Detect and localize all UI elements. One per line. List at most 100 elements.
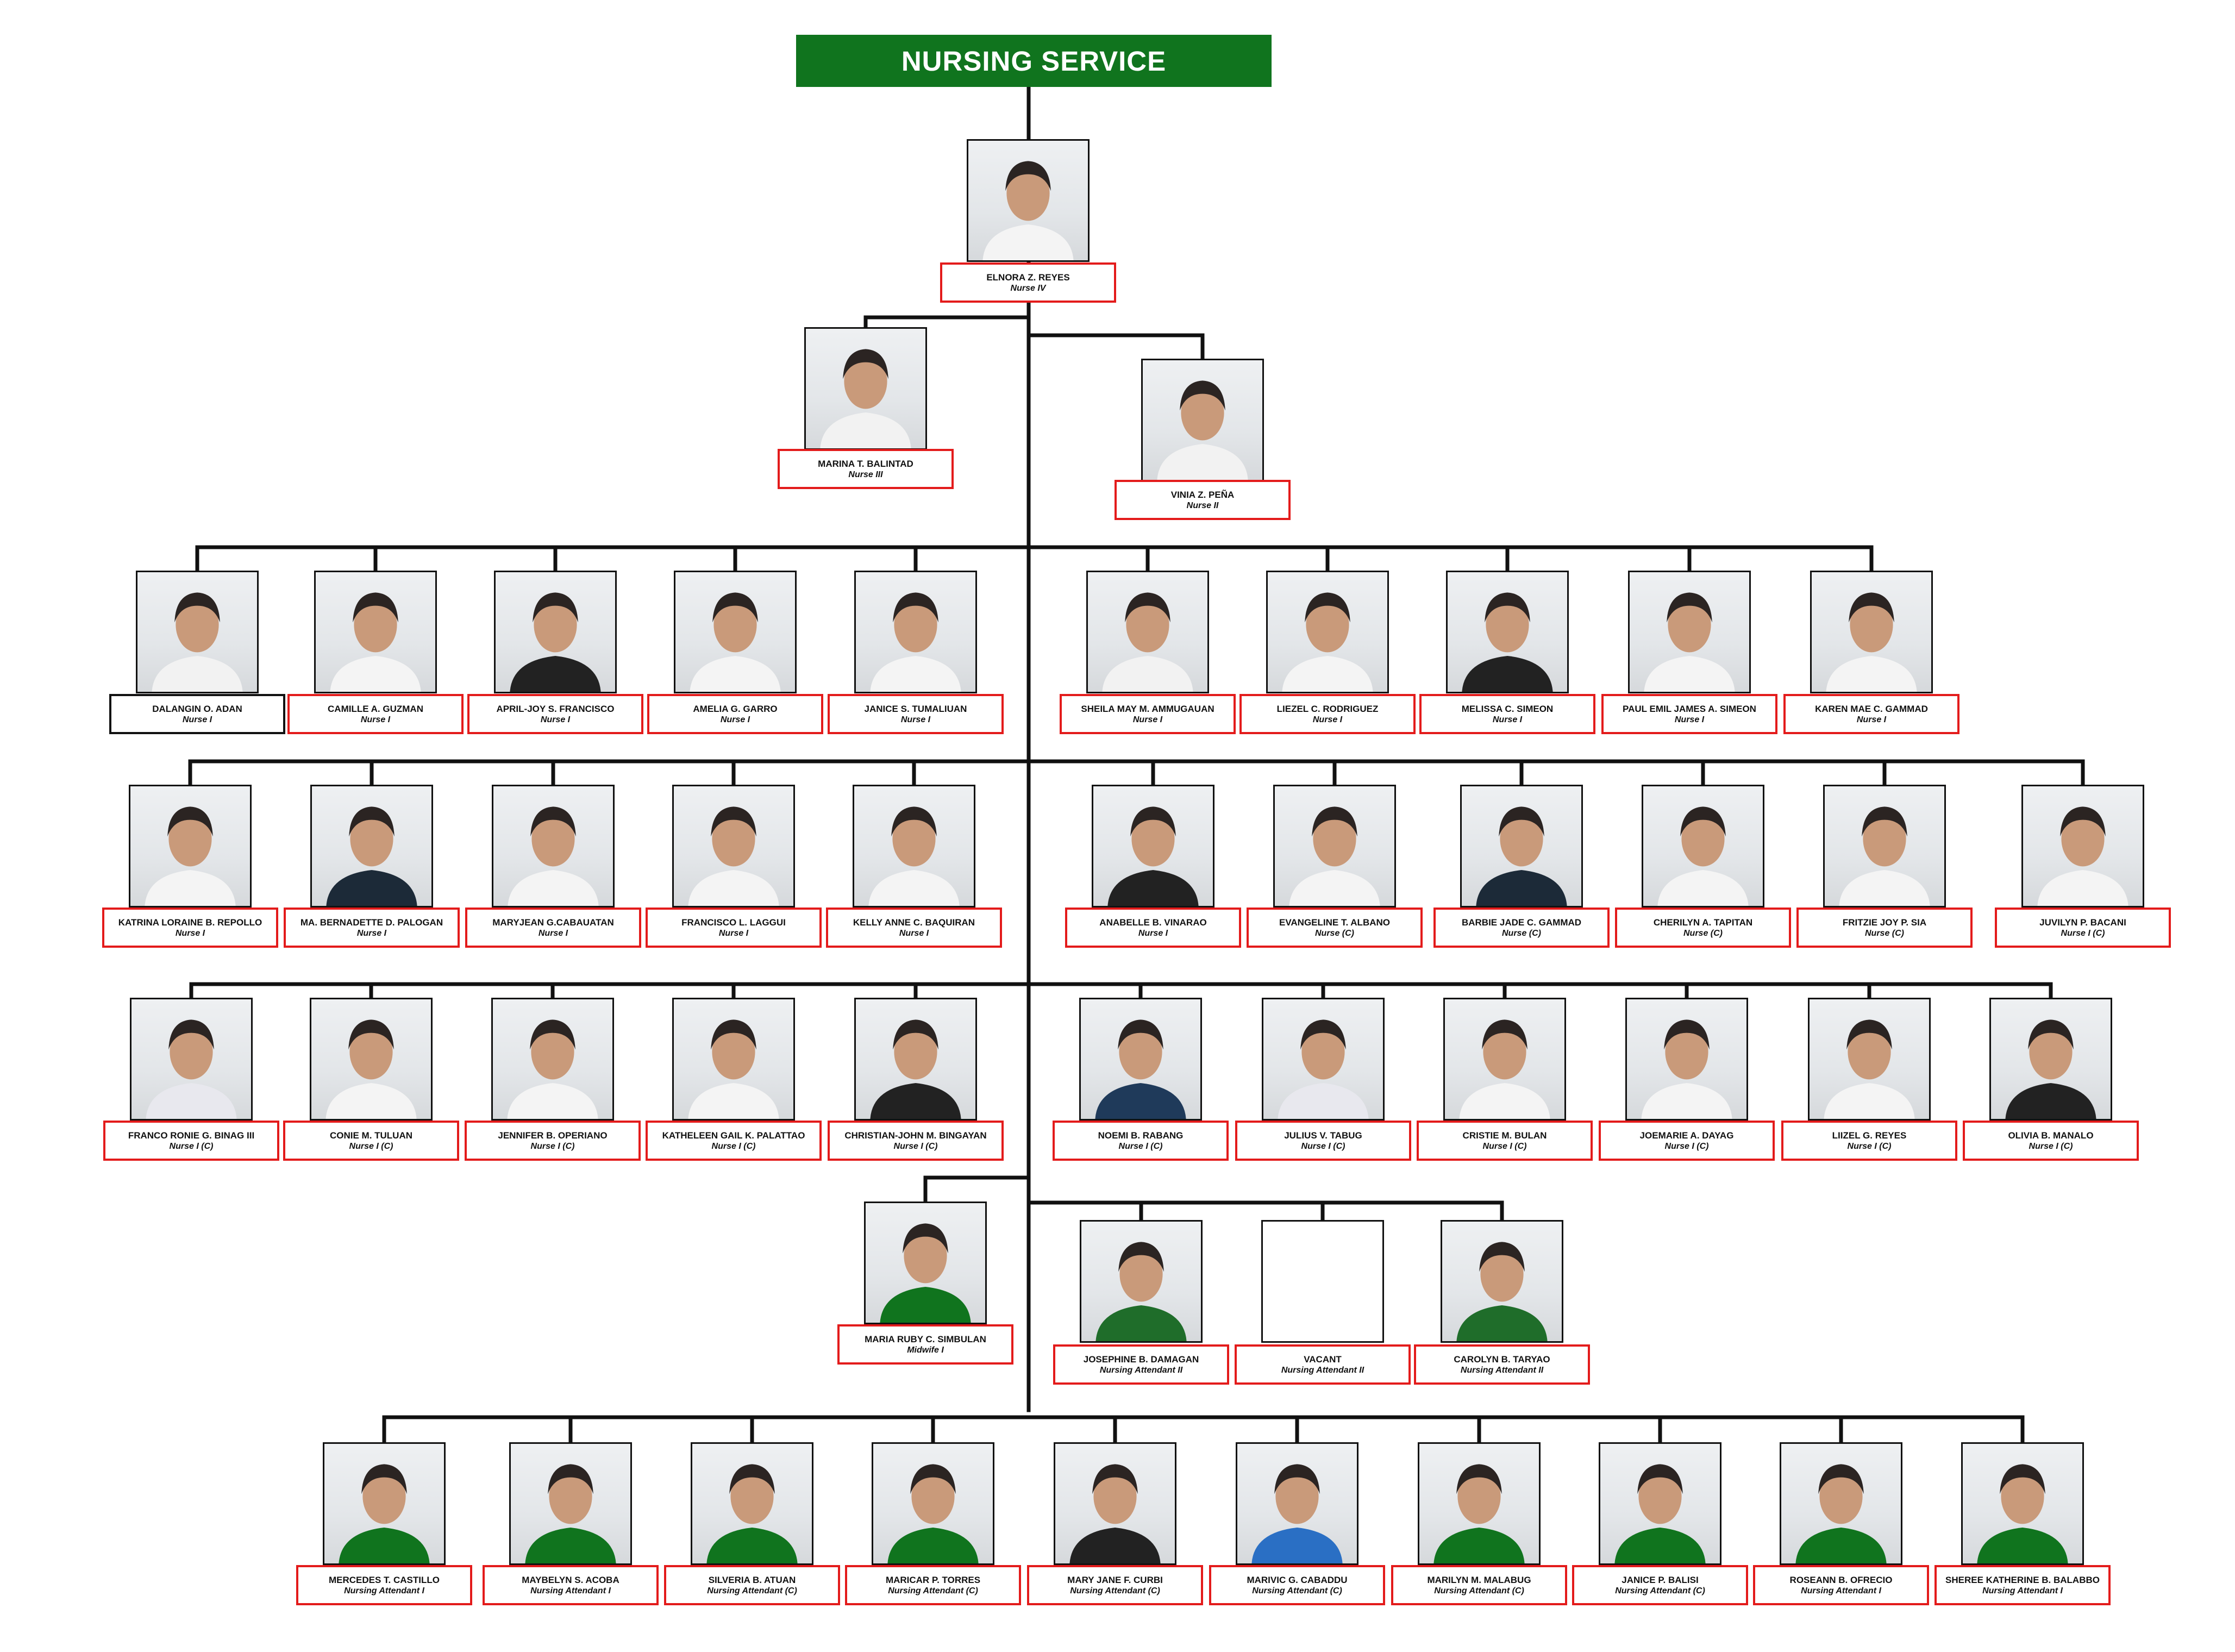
person-photo bbox=[2021, 785, 2144, 908]
person-position: Nursing Attendant II bbox=[1460, 1365, 1544, 1375]
person-name: JUVILYN P. BACANI bbox=[2039, 917, 2126, 928]
person-name: KATHELEEN GAIL K. PALATTAO bbox=[662, 1130, 805, 1141]
person-position: Nursing Attendant II bbox=[1099, 1365, 1183, 1375]
person-name: DALANGIN O. ADAN bbox=[152, 703, 242, 714]
person-photo-icon bbox=[820, 349, 911, 448]
person-photo bbox=[492, 785, 615, 908]
person-name: JANICE S. TUMALIUAN bbox=[864, 703, 967, 714]
person-name: MAYBELYN S. ACOBA bbox=[522, 1574, 619, 1585]
person-photo-icon bbox=[1657, 806, 1749, 906]
person-position: Nurse I bbox=[900, 715, 931, 724]
person-photo bbox=[1808, 998, 1931, 1121]
person-photo-icon bbox=[1644, 592, 1735, 692]
chart-title: NURSING SERVICE bbox=[796, 35, 1272, 87]
person-photo bbox=[1810, 571, 1933, 693]
person-name: NOEMI B. RABANG bbox=[1098, 1130, 1184, 1141]
person-name: MA. BERNADETTE D. PALOGAN bbox=[300, 917, 443, 928]
person-position: Nurse I (C) bbox=[1482, 1141, 1527, 1151]
person-photo-icon bbox=[1462, 592, 1553, 692]
person-position: Nursing Attendant (C) bbox=[1434, 1586, 1524, 1595]
person-photo-icon bbox=[339, 1464, 430, 1563]
person-photo bbox=[1054, 1442, 1176, 1565]
person-name: EVANGELINE T. ALBANO bbox=[1279, 917, 1390, 928]
person-photo-icon bbox=[1476, 806, 1567, 906]
person-photo bbox=[1599, 1442, 1721, 1565]
person-name: LIIZEL G. REYES bbox=[1832, 1130, 1907, 1141]
person-position: Nursing Attendant (C) bbox=[1615, 1586, 1705, 1595]
person-photo bbox=[1086, 571, 1209, 693]
person-photo-icon bbox=[1095, 1019, 1186, 1119]
person-name: SILVERIA B. ATUAN bbox=[708, 1574, 796, 1585]
person-position: Nurse I bbox=[360, 715, 391, 724]
person-photo bbox=[314, 571, 437, 693]
person-photo-icon bbox=[706, 1464, 798, 1563]
person-photo bbox=[1273, 785, 1396, 908]
person-position: Nurse I bbox=[175, 928, 205, 938]
person-name: MARY JANE F. CURBI bbox=[1067, 1574, 1163, 1585]
person-photo-icon bbox=[1289, 806, 1380, 906]
person-position: Nursing Attendant I bbox=[344, 1586, 424, 1595]
person-photo-icon bbox=[1459, 1019, 1550, 1119]
person-photo bbox=[854, 571, 977, 693]
person-photo bbox=[1266, 571, 1389, 693]
person-photo-icon bbox=[1069, 1464, 1161, 1563]
person-name: OLIVIA B. MANALO bbox=[2008, 1130, 2094, 1141]
person-photo bbox=[1780, 1442, 1902, 1565]
person-photo-icon bbox=[507, 1019, 598, 1119]
person-name: ELNORA Z. REYES bbox=[986, 272, 1070, 283]
person-photo bbox=[491, 998, 614, 1121]
person-name: JANICE P. BALISI bbox=[1622, 1574, 1699, 1585]
person-photo bbox=[310, 998, 433, 1121]
person-position: Nurse I (C) bbox=[2061, 928, 2105, 938]
person-photo bbox=[1625, 998, 1748, 1121]
person-position: Nurse I bbox=[1674, 715, 1705, 724]
person-photo bbox=[1961, 1442, 2084, 1565]
person-photo-icon bbox=[1839, 806, 1930, 906]
person-position: Nurse II bbox=[1186, 500, 1219, 510]
person-position: Nurse I bbox=[1856, 715, 1887, 724]
person-name: MARIA RUBY C. SIMBULAN bbox=[865, 1334, 986, 1344]
person-name: JULIUS V. TABUG bbox=[1284, 1130, 1362, 1141]
person-name: JENNIFER B. OPERIANO bbox=[498, 1130, 608, 1141]
person-name: MARINA T. BALINTAD bbox=[818, 458, 913, 469]
person-photo-icon bbox=[880, 1223, 971, 1323]
person-position: Nurse I bbox=[1132, 715, 1163, 724]
person-position: Nurse I (C) bbox=[1118, 1141, 1163, 1151]
person-photo bbox=[310, 785, 433, 908]
person-name: VACANT bbox=[1304, 1354, 1342, 1365]
person-photo bbox=[853, 785, 975, 908]
person-photo-icon bbox=[1157, 380, 1248, 480]
person-photo bbox=[1823, 785, 1946, 908]
person-position: Nursing Attendant (C) bbox=[1252, 1586, 1342, 1595]
person-position: Nursing Attendant I bbox=[1982, 1586, 2063, 1595]
person-photo bbox=[494, 571, 617, 693]
person-name: SHEILA MAY M. AMMUGAUAN bbox=[1081, 703, 1214, 714]
person-photo-icon bbox=[688, 1019, 779, 1119]
person-position: Nursing Attendant I bbox=[1801, 1586, 1881, 1595]
person-photo bbox=[967, 139, 1090, 262]
person-photo-icon bbox=[1641, 1019, 1732, 1119]
